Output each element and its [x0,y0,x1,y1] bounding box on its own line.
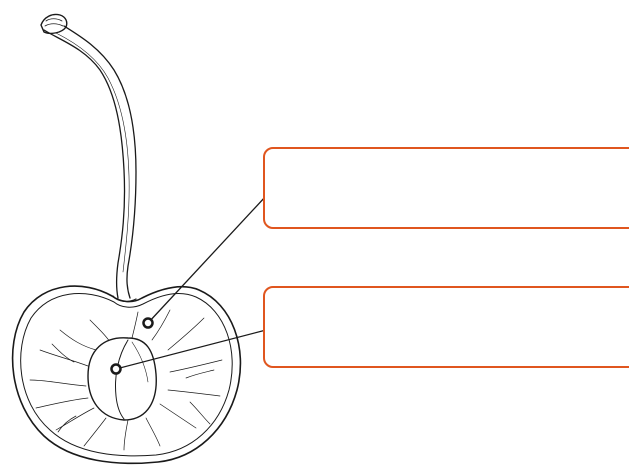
label-box-flesh[interactable] [263,147,629,229]
leader-lines [115,195,267,370]
leader-line-flesh [147,195,267,324]
cherry-pit [87,337,157,421]
marker-flesh [142,317,154,329]
cherry-fruit [11,285,242,465]
cherry-stem [40,13,137,302]
leader-line-pit [115,329,267,370]
marker-pit [110,363,122,375]
label-box-pit[interactable] [263,286,629,368]
